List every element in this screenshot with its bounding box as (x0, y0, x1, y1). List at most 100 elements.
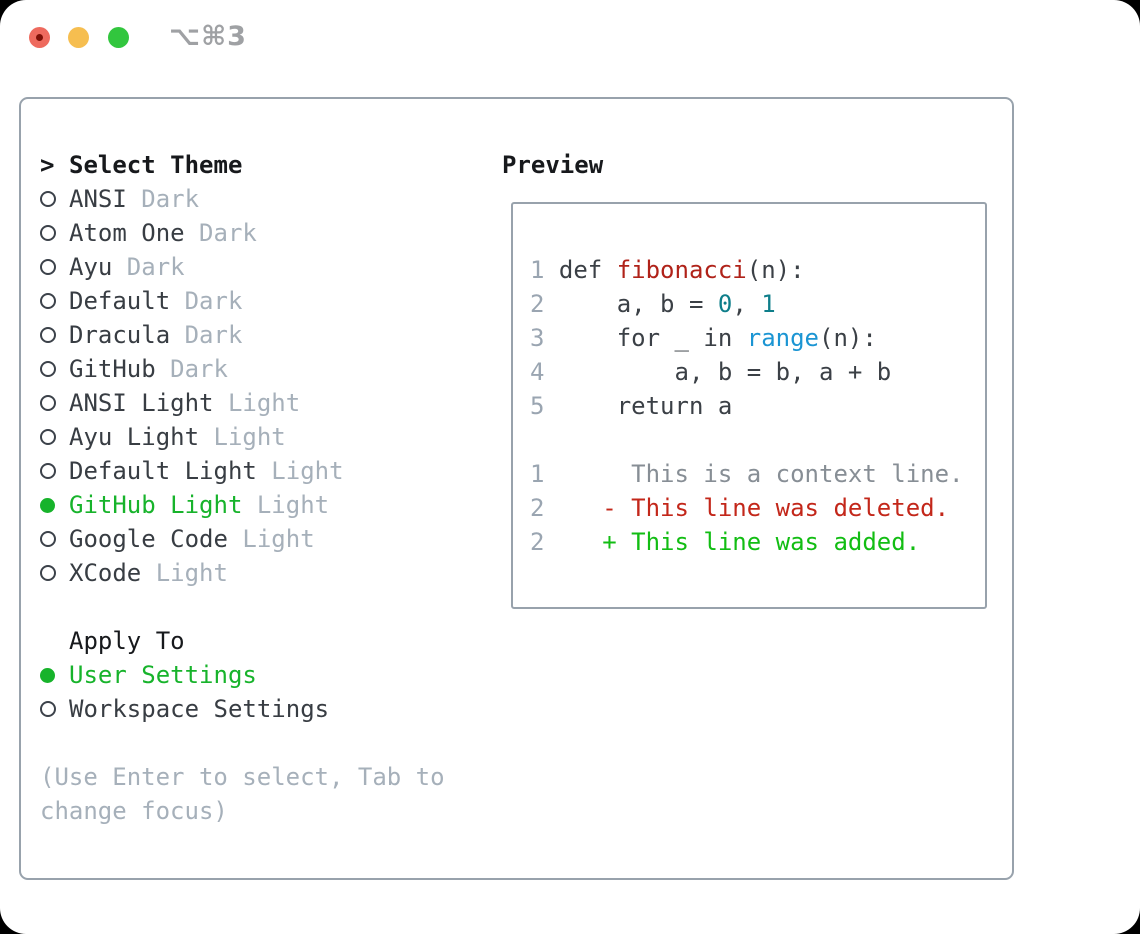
theme-option-atom-one-dark[interactable]: Atom One Dark (40, 216, 445, 250)
close-button[interactable] (29, 27, 50, 48)
code-token: def (558, 256, 617, 284)
line-number: 1 (530, 460, 559, 488)
theme-name: GitHub (69, 355, 156, 383)
radio-icon (40, 395, 56, 411)
theme-variant: Dark (112, 253, 185, 281)
theme-variant: Light (256, 457, 344, 485)
theme-option-google-code-light[interactable]: Google Code Light (40, 522, 445, 556)
radio-selected-icon (40, 667, 55, 683)
theme-variant: Dark (170, 287, 243, 315)
hint-line-1: (Use Enter to select, Tab to (40, 763, 445, 791)
preview-title: Preview (502, 151, 604, 179)
theme-variant: Dark (184, 219, 257, 247)
theme-variant: Light (227, 525, 315, 553)
hint-line-2: change focus) (40, 797, 228, 825)
hint-text: (Use Enter to select, Tab to change focu… (40, 760, 445, 828)
code-line: 2 - This line was deleted. (530, 491, 985, 525)
theme-name: Ayu (69, 253, 113, 281)
code-token: 0 (717, 290, 733, 318)
apply-option-label: Workspace Settings (69, 695, 330, 723)
line-number: 3 (530, 324, 559, 352)
theme-name: Default (69, 287, 171, 315)
apply-to-title: Apply To (69, 627, 185, 655)
radio-icon (40, 225, 56, 241)
theme-option-ayu-light-light[interactable]: Ayu Light Light (40, 420, 445, 454)
window-title: ⌥⌘3 (169, 21, 247, 52)
theme-option-default-dark[interactable]: Default Dark (40, 284, 445, 318)
code-token: range (746, 324, 819, 352)
radio-selected-icon (40, 497, 55, 513)
focus-caret-icon: > (40, 151, 55, 179)
theme-option-ansi-dark[interactable]: ANSI Dark (40, 182, 445, 216)
theme-variant: Dark (170, 321, 243, 349)
theme-variant: Light (199, 423, 286, 451)
code-token: (n): (819, 324, 877, 352)
code-token: a, b = (558, 290, 718, 318)
radio-icon (40, 259, 56, 275)
theme-variant: Dark (155, 355, 228, 383)
radio-icon (40, 361, 56, 377)
radio-icon (40, 293, 56, 309)
line-number: 4 (530, 358, 559, 386)
code-blank-line (530, 423, 985, 457)
select-theme-header: >Select Theme (40, 148, 445, 182)
radio-icon (40, 429, 56, 445)
code-line: 5 return a (530, 389, 985, 423)
theme-name: Default Light (69, 457, 257, 485)
theme-option-ansi-light-light[interactable]: ANSI Light Light (40, 386, 445, 420)
code-line: 1 def fibonacci(n): (530, 253, 985, 287)
theme-option-ayu-dark[interactable]: Ayu Dark (40, 250, 445, 284)
theme-option-github-dark[interactable]: GitHub Dark (40, 352, 445, 386)
theme-option-default-light-light[interactable]: Default Light Light (40, 454, 445, 488)
theme-variant: Light (141, 559, 228, 587)
code-token: for _ in (558, 324, 747, 352)
theme-name: Ayu Light (69, 423, 200, 451)
radio-icon (40, 191, 56, 207)
code-token: , (732, 290, 762, 318)
theme-option-xcode-light[interactable]: XCode Light (40, 556, 445, 590)
theme-variant: Dark (126, 185, 200, 213)
close-dot-icon (36, 34, 43, 41)
code-token: a, b = b, a + b (558, 358, 892, 386)
apply-option-label: User Settings (69, 661, 257, 689)
minimize-button[interactable] (68, 27, 89, 48)
titlebar: ⌥⌘3 (0, 0, 1140, 75)
code-line: 2 a, b = 0, 1 (530, 287, 985, 321)
theme-option-github-light-light[interactable]: GitHub Light Light (40, 488, 445, 522)
theme-variant: Light (242, 491, 330, 519)
zoom-button[interactable] (108, 27, 129, 48)
apply-option-workspace-settings[interactable]: Workspace Settings (40, 692, 445, 726)
line-number: 2 (530, 290, 559, 318)
code-token: - This line was deleted. (558, 494, 950, 522)
code-token: 1 (761, 290, 776, 318)
radio-icon (40, 531, 56, 547)
line-number: 2 (530, 528, 559, 556)
theme-option-dracula-dark[interactable]: Dracula Dark (40, 318, 445, 352)
theme-name: Dracula (69, 321, 171, 349)
line-number: 2 (530, 494, 559, 522)
theme-variant: Light (213, 389, 301, 417)
code-token: fibonacci (616, 256, 747, 284)
radio-icon (40, 327, 56, 343)
line-number: 5 (530, 392, 559, 420)
code-token: (n): (746, 256, 805, 284)
code-token: return a (558, 392, 733, 420)
apply-to-header: Apply To (40, 624, 445, 658)
code-line: 1 This is a context line. (530, 457, 985, 491)
theme-name: GitHub Light (69, 491, 243, 519)
code-line: 2 + This line was added. (530, 525, 985, 559)
apply-option-user-settings[interactable]: User Settings (40, 658, 445, 692)
radio-icon (40, 463, 56, 479)
code-token: This is a context line. (558, 460, 964, 488)
theme-name: Google Code (69, 525, 228, 553)
theme-name: XCode (69, 559, 142, 587)
code-line: 4 a, b = b, a + b (530, 355, 985, 389)
theme-name: ANSI Light (69, 389, 214, 417)
